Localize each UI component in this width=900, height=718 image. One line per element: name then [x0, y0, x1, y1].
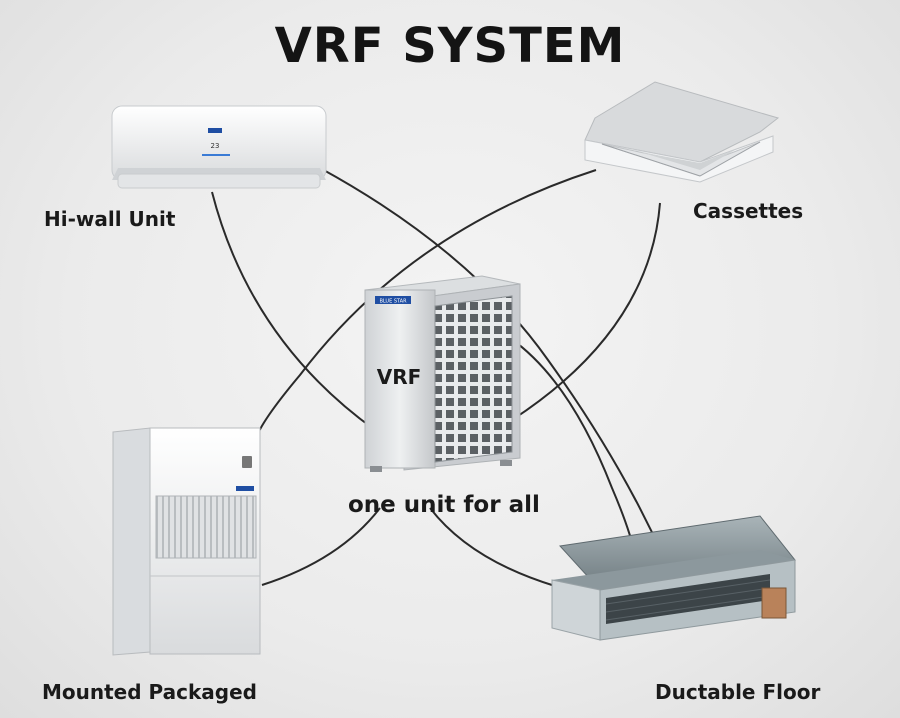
- svg-text:23: 23: [211, 142, 220, 150]
- mounted-packaged-unit-image: [112, 427, 261, 656]
- hi-wall-unit-label: Hi-wall Unit: [44, 207, 176, 231]
- connection-lines: [211, 167, 666, 587]
- cassette-unit-image: [584, 81, 780, 183]
- line-hiwall-to-vrf: [211, 191, 376, 431]
- ductable-floor-label: Ductable Floor: [655, 680, 821, 704]
- page-title: VRF SYSTEM: [274, 18, 626, 74]
- line-vrf-to-mounted: [261, 507, 381, 586]
- brand-badge-icon: [236, 486, 254, 491]
- cassettes-label: Cassettes: [693, 199, 804, 223]
- line-vrf-bottom-to-ductable: [429, 507, 556, 587]
- line-cassette-to-vrf: [511, 202, 661, 421]
- line-vrf-to-ductable: [509, 337, 636, 556]
- line-hiwall-to-ductable: [319, 167, 666, 561]
- hi-wall-unit-image: 23: [111, 105, 327, 189]
- brand-badge-icon: [208, 128, 222, 133]
- line-cassette-to-mounted: [254, 169, 597, 443]
- vrf-caption: one unit for all: [348, 492, 540, 518]
- brand-badge-icon: [375, 296, 411, 304]
- vrf-brand-badge: BLUE STAR: [379, 299, 407, 305]
- ductable-unit-image: [551, 515, 796, 641]
- vrf-outdoor-unit-image: BLUE STAR VRF: [364, 275, 521, 472]
- mounted-packaged-label: Mounted Packaged: [42, 680, 257, 704]
- vrf-unit-text: VRF: [377, 365, 422, 389]
